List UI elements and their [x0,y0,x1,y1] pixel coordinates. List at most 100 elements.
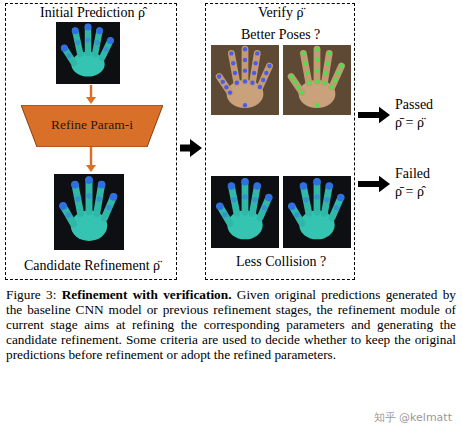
finger [324,53,329,82]
flow-arrow [90,146,93,166]
flow-arrow [90,85,93,98]
finger [231,53,236,82]
image-ground [211,176,279,248]
finger [260,66,270,87]
keypoint [315,79,319,83]
figure-caption: Figure 3: Refinement with verification. … [6,287,456,362]
joint [252,197,257,202]
keypoint [315,58,319,62]
watermark: 知乎 @kelmatt [372,411,454,424]
fingertip [98,181,106,189]
hand-render [56,22,120,84]
joint [303,197,308,202]
fingertip [228,182,235,189]
keypoint [231,61,235,65]
fingertip [110,193,118,201]
arrow-head [86,97,96,104]
finger [86,180,93,212]
joint [75,196,81,202]
panel-title: Verify ρ̈ [258,5,303,21]
keypoint [339,64,343,68]
finger [75,31,80,55]
keypoint [315,47,319,51]
finger [219,77,230,93]
keypoint [224,85,228,89]
refine-trapezoid: Refine Param-i [21,105,163,147]
finger [252,53,257,82]
fingertip [241,178,248,185]
keypoint [307,81,311,85]
hand-render [54,174,124,250]
panel-text: Candidate Refinement ρ̈ [24,258,160,274]
joint [314,194,319,199]
keypoint [221,80,225,84]
stage-panel: Initial Prediction ρ̂ Candidate Refinemen… [5,3,177,280]
outcome-label: Passedρ̄ = ρ̈ [393,97,457,133]
finger [332,66,342,87]
image-ground [54,174,124,250]
fingertip [61,45,68,52]
keypoint [315,103,319,107]
keypoint [253,61,257,65]
joint [104,47,109,52]
pose-image [211,45,279,115]
keypoint [255,51,259,55]
keypoint [315,68,319,72]
caption-part: Refinement with verification. [62,287,232,302]
joint [95,40,100,45]
panel-text: Better Poses ? [241,27,320,43]
image-ground [211,45,279,115]
finger [242,49,249,81]
panel-title: Initial Prediction ρ̂ [40,5,145,21]
fingertip [265,194,272,201]
joint [222,212,227,217]
joint [96,196,102,202]
keypoint [289,74,293,78]
finger [314,182,321,212]
hand-render [283,176,351,248]
step-label: Refine Param-i [51,117,133,133]
fingertip [71,181,79,189]
flow-arrow [358,176,390,193]
arrow-shaft [358,181,380,187]
joint [75,40,80,45]
flow-arrow [358,107,390,124]
joint [86,193,92,199]
finger [231,186,236,213]
image-ground [56,22,120,84]
pose-image [283,45,351,115]
keypoint [235,81,239,85]
outcome-label: Failedρ̄ = ρ̂ [393,166,457,202]
keypoint [325,61,329,65]
joint [231,197,236,202]
joint [242,194,247,199]
keypoint [228,90,232,94]
panel-text: ρ̄ = ρ̂ [395,184,424,200]
fingertip [337,194,344,201]
finger [314,49,321,81]
finger [303,53,308,82]
arrow-head [86,165,96,172]
keypoint [327,51,331,55]
joint [106,205,112,211]
keypoint [243,58,247,62]
arrow-head [190,139,202,157]
finger [291,77,302,93]
caption-part: Figure 3: [6,287,62,302]
arrow-head [379,107,390,124]
finger [97,185,102,214]
keypoint [243,103,247,107]
keypoint [300,90,304,94]
fingertip [253,182,260,189]
keypoint [305,71,309,75]
finger [75,185,81,214]
fingertip [72,27,79,34]
panel-text: ρ̄ = ρ̈ [395,115,424,131]
finger [324,186,329,213]
joint [324,197,329,202]
keypoint [330,85,334,89]
arrow-shaft [358,112,380,118]
fingertip [288,203,295,210]
joint [262,205,267,210]
image-ground [283,176,351,248]
